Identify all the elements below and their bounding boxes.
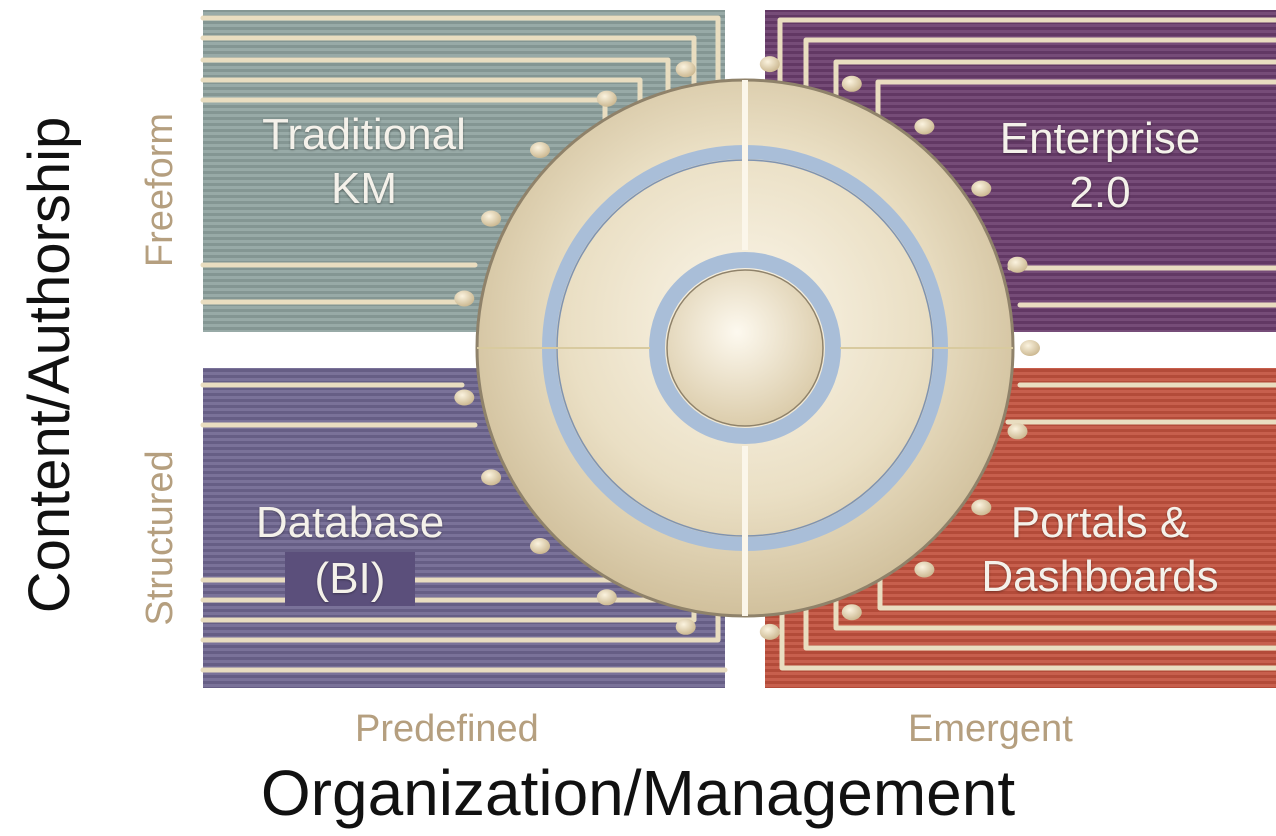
circuit-pad <box>841 604 862 621</box>
quadrant-label-traditional-km: Traditional KM <box>214 108 514 216</box>
circuit-pad <box>759 56 780 73</box>
quadrant-label-line: Dashboards <box>981 552 1219 601</box>
quadrant-label-line: Database <box>255 498 445 547</box>
circuit-pad <box>530 142 550 158</box>
y-tick-structured: Structured <box>139 450 181 626</box>
circuit-pad <box>675 618 696 635</box>
circuit-pad <box>596 90 617 107</box>
x-tick-predefined: Predefined <box>355 708 539 750</box>
circuit-pad <box>596 589 617 606</box>
x-tick-emergent: Emergent <box>908 708 1073 750</box>
circuit-pad <box>1020 340 1040 356</box>
quadrant-label-database: Database (BI) <box>200 496 500 606</box>
circuit-pad <box>1007 256 1028 273</box>
y-tick-freeform: Freeform <box>139 112 181 268</box>
center-disc <box>475 78 1015 618</box>
circuit-pad <box>530 538 550 554</box>
quadrant-label-enterprise: Enterprise 2.0 <box>930 112 1270 220</box>
circuit-pad <box>481 210 502 227</box>
circuit-pad <box>841 75 862 92</box>
circuit-pad <box>481 469 502 486</box>
circuit-pad <box>454 389 475 406</box>
circuit-pad <box>454 290 475 307</box>
quadrant-label-line: Portals & <box>1010 498 1190 547</box>
circuit-pads <box>454 56 1040 640</box>
circuit-pad <box>759 623 780 640</box>
quadrant-label-line: KM <box>331 164 397 213</box>
quadrant-label-line: (BI) <box>284 552 416 606</box>
circuit-pad <box>1007 423 1028 440</box>
circuit-pad <box>914 561 935 578</box>
x-axis-title: Organization/Management <box>260 757 1016 829</box>
circuit-pad <box>914 118 935 135</box>
circuit-pad <box>971 180 992 197</box>
quadrant-label-line: Enterprise <box>999 114 1201 163</box>
quadrant-label-line: 2.0 <box>1069 168 1131 217</box>
circuit-pad <box>971 499 992 516</box>
quadrant-label-line: Traditional <box>262 110 466 159</box>
circuit-pad <box>675 61 696 78</box>
quadrant-label-portals: Portals & Dashboards <box>920 496 1276 604</box>
y-axis-title: Content/Authorship <box>17 116 82 614</box>
